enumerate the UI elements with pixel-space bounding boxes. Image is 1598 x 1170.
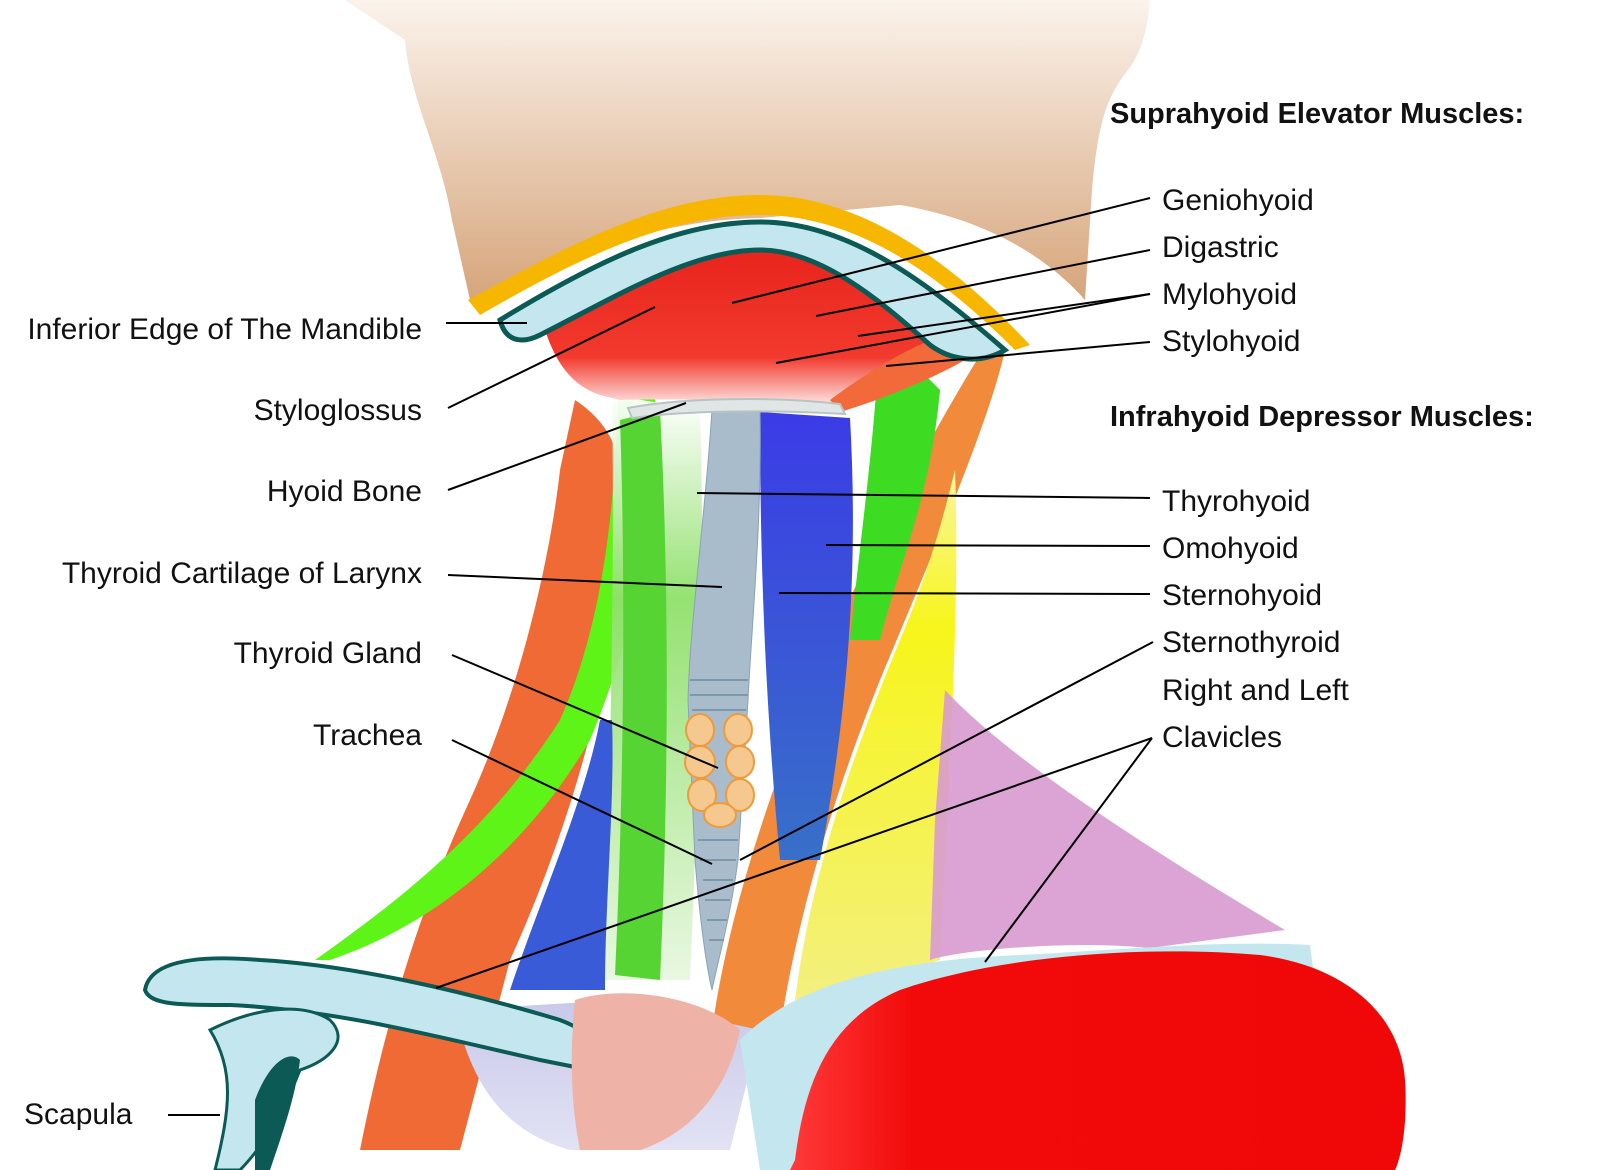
label-clavicles: Clavicles (1162, 723, 1282, 753)
label-sternohyoid: Sternohyoid (1162, 581, 1322, 611)
label-mylohyoid: Mylohyoid (1162, 280, 1297, 310)
label-omohyoid: Omohyoid (1162, 534, 1299, 564)
leader-omohyoid (826, 545, 1150, 546)
label-right-and-left: Right and Left (1162, 676, 1349, 706)
leader-thyroid-gland (452, 655, 718, 768)
label-trachea: Trachea (313, 721, 422, 751)
label-stylohyoid: Stylohyoid (1162, 327, 1300, 357)
leader-digastric (816, 250, 1150, 316)
leader-sternohyoid (779, 593, 1150, 594)
leader-stylohyoid (886, 342, 1150, 366)
leader-sternothyroid (740, 642, 1153, 860)
label-thyroid-gland: Thyroid Gland (234, 639, 422, 669)
leader-geniohyoid (732, 198, 1150, 303)
label-thyrohyoid: Thyrohyoid (1162, 487, 1310, 517)
header-suprahyoid: Suprahyoid Elevator Muscles: (1110, 100, 1524, 129)
label-geniohyoid: Geniohyoid (1162, 186, 1314, 216)
leader-hyoid-bone (448, 403, 686, 490)
leader-thyrohyoid (697, 493, 1150, 498)
leader-mylohyoid-b (858, 294, 1150, 336)
label-hyoid-bone: Hyoid Bone (267, 477, 422, 507)
label-thyroid-cartilage: Thyroid Cartilage of Larynx (62, 559, 422, 589)
label-inferior-edge-mandible: Inferior Edge of The Mandible (27, 315, 422, 345)
header-infrahyoid: Infrahyoid Depressor Muscles: (1110, 403, 1534, 432)
leader-clavicle-right (985, 738, 1152, 962)
leader-trachea (452, 740, 712, 864)
label-digastric: Digastric (1162, 233, 1279, 263)
leader-mylohyoid-a (776, 294, 1150, 363)
leader-thyroid-cartilage (448, 575, 722, 587)
label-scapula: Scapula (24, 1100, 132, 1130)
leader-clavicle-left (436, 738, 1152, 988)
label-styloglossus: Styloglossus (254, 396, 422, 426)
label-sternothyroid: Sternothyroid (1162, 628, 1340, 658)
